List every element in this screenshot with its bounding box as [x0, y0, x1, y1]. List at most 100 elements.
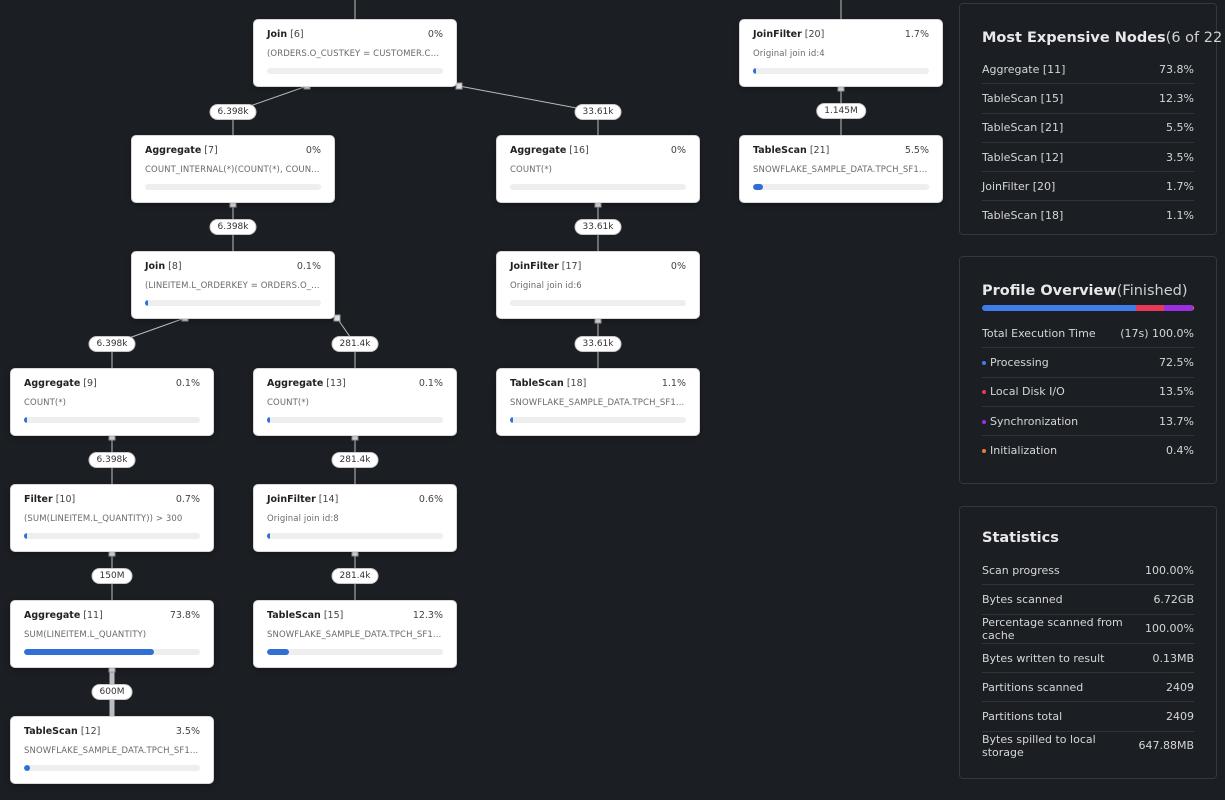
node-operator-id: [8]: [165, 261, 182, 272]
row-label: TableScan [18]: [982, 209, 1064, 223]
node-header: JoinFilter [17]0%: [510, 261, 686, 272]
node-cost-bar: [267, 649, 443, 655]
node-description: COUNT(*): [267, 398, 310, 408]
row-value: 1.7%: [1166, 179, 1194, 193]
row-label: Local Disk I/O: [982, 385, 1065, 398]
node-operator-name: TableScan: [267, 610, 321, 621]
execution-time-segment: [982, 305, 1136, 311]
row-label: Bytes scanned: [982, 592, 1063, 606]
node-operator-name: TableScan: [24, 726, 78, 737]
operator-node[interactable]: JoinFilter [20]1.7%Original join id:4: [740, 20, 942, 86]
node-operator-id: [7]: [201, 145, 218, 156]
panel-subtitle: (6 of 22: [1165, 30, 1223, 46]
node-operator-name: Aggregate: [24, 610, 81, 621]
row-label: Partitions total: [982, 710, 1063, 724]
panel-row[interactable]: Scan progress 100.00%: [982, 556, 1194, 586]
node-description: Original join id:6: [510, 281, 582, 291]
edge-row-count-label: 281.4k: [332, 569, 378, 583]
operator-node[interactable]: TableScan [18]1.1%SNOWFLAKE_SAMPLE_DATA.…: [497, 369, 699, 435]
node-cost-bar: [510, 184, 686, 190]
row-value: 1.1%: [1166, 209, 1194, 223]
node-percentage: 0.6%: [418, 494, 443, 505]
node-percentage: 73.8%: [169, 610, 200, 621]
operator-node[interactable]: Aggregate [13]0.1% COUNT(*): [254, 369, 456, 435]
panel-row[interactable]: Aggregate [11]73.8%: [982, 55, 1194, 85]
panel-row[interactable]: TableScan [21]5.5%: [982, 114, 1194, 143]
operator-node[interactable]: TableScan [21]5.5%SNOWFLAKE_SAMPLE_DATA.…: [740, 136, 942, 202]
node-percentage: 0%: [305, 145, 321, 156]
node-operator-id: [12]: [77, 726, 101, 737]
panel-row[interactable]: Partitions total 2409: [982, 702, 1194, 732]
edge-row-count-label: 33.61k: [575, 336, 621, 351]
node-cost-bar: [753, 68, 929, 74]
operator-node[interactable]: Aggregate [7]0%COUNT_INTERNAL(*)(COUNT(*…: [132, 136, 334, 202]
operator-node[interactable]: Join [6]0%(ORDERS.O_CUSTKEY = CUSTOMER.C…: [254, 20, 456, 86]
operator-node[interactable]: Aggregate [9]0.1%COUNT(*): [11, 369, 213, 435]
operator-node[interactable]: Aggregate [11]73.8%SUM(LINEITEM.L_QUANTI…: [11, 601, 213, 667]
legend-dot-icon: [982, 448, 986, 453]
panel-row[interactable]: TableScan [12]3.5%: [982, 143, 1194, 173]
total-execution-time-row: Total Execution Time (17s) 100.0%: [982, 319, 1194, 349]
node-header: Aggregate [13]0.1%: [267, 378, 443, 389]
row-label: Percentage scanned from cache: [982, 615, 1123, 642]
node-cost-bar: [24, 649, 200, 655]
node-cost-fill: [24, 649, 154, 655]
row-value: 2409: [1166, 710, 1194, 724]
row-label: Scan progress: [982, 563, 1060, 577]
node-operator-id: [18]: [563, 378, 587, 389]
node-percentage: 5.5%: [904, 145, 929, 156]
node-operator-id: [11]: [80, 610, 103, 621]
node-title: TableScan [21]: [753, 145, 829, 156]
node-cost-fill: [510, 417, 513, 423]
node-header: Filter [10]0.7%: [24, 494, 200, 505]
node-cost-fill: [267, 533, 270, 539]
node-percentage: 0.1%: [296, 261, 321, 272]
operator-node[interactable]: Aggregate [16]0%COUNT(*): [497, 136, 699, 202]
operator-node[interactable]: Filter [10]0.7%(SUM(LINEITEM.L_QUANTITY)…: [11, 485, 213, 551]
node-operator-name: Filter: [24, 494, 53, 505]
node-header: Aggregate [16]0%: [510, 145, 686, 156]
node-title: TableScan [18]: [510, 378, 586, 389]
row-value: 100.00%: [1145, 563, 1194, 577]
panel-row[interactable]: TableScan [15]12.3%: [982, 84, 1194, 114]
node-description: Original join id:8: [267, 514, 339, 524]
node-title: Aggregate [13]: [267, 378, 346, 389]
node-cost-fill: [267, 417, 270, 423]
row-value: 72.5%: [1159, 355, 1194, 369]
operator-node[interactable]: JoinFilter [14]0.6%Original join id:8: [254, 485, 456, 551]
node-title: Aggregate [9]: [24, 378, 97, 389]
operator-node[interactable]: Join [8]0.1%(LINEITEM.L_ORDERKEY = ORDER…: [132, 252, 334, 318]
node-cost-fill: [267, 649, 289, 655]
node-cost-fill: [145, 300, 148, 306]
node-cost-fill: [753, 184, 763, 190]
panel-row[interactable]: JoinFilter [20] 1.7%: [982, 172, 1194, 202]
node-percentage: 0.1%: [175, 378, 200, 389]
row-value: 0.13MB: [1152, 651, 1194, 665]
node-header: Join [8]0.1%: [145, 261, 321, 272]
edge-row-count-label: 33.61k: [575, 105, 621, 119]
node-cost-bar: [145, 300, 321, 306]
row-label: JoinFilter [20]: [982, 179, 1056, 193]
panel-row[interactable]: TableScan [18] 1.1%: [982, 201, 1194, 229]
operator-node[interactable]: TableScan [12]3.5%SNOWFLAKE_SAMPLE_DATA.…: [11, 717, 213, 783]
node-cost-bar: [24, 765, 200, 771]
node-cost-bar: [510, 417, 686, 423]
node-description: COUNT_INTERNAL(*)(COUNT(*), COUN...: [145, 165, 320, 175]
operator-node[interactable]: JoinFilter [17]0% Original join id:6: [497, 252, 699, 318]
panel-title-text: Most Expensive Nodes: [982, 30, 1166, 46]
node-percentage: 12.3%: [412, 610, 443, 621]
operator-node[interactable]: TableScan [15]12.3%SNOWFLAKE_SAMPLE_DATA…: [254, 601, 456, 667]
row-label: TableScan [21]: [982, 121, 1064, 135]
most-expensive-nodes-panel: Most Expensive Nodes(6 of 22 Aggregate […: [959, 3, 1222, 235]
